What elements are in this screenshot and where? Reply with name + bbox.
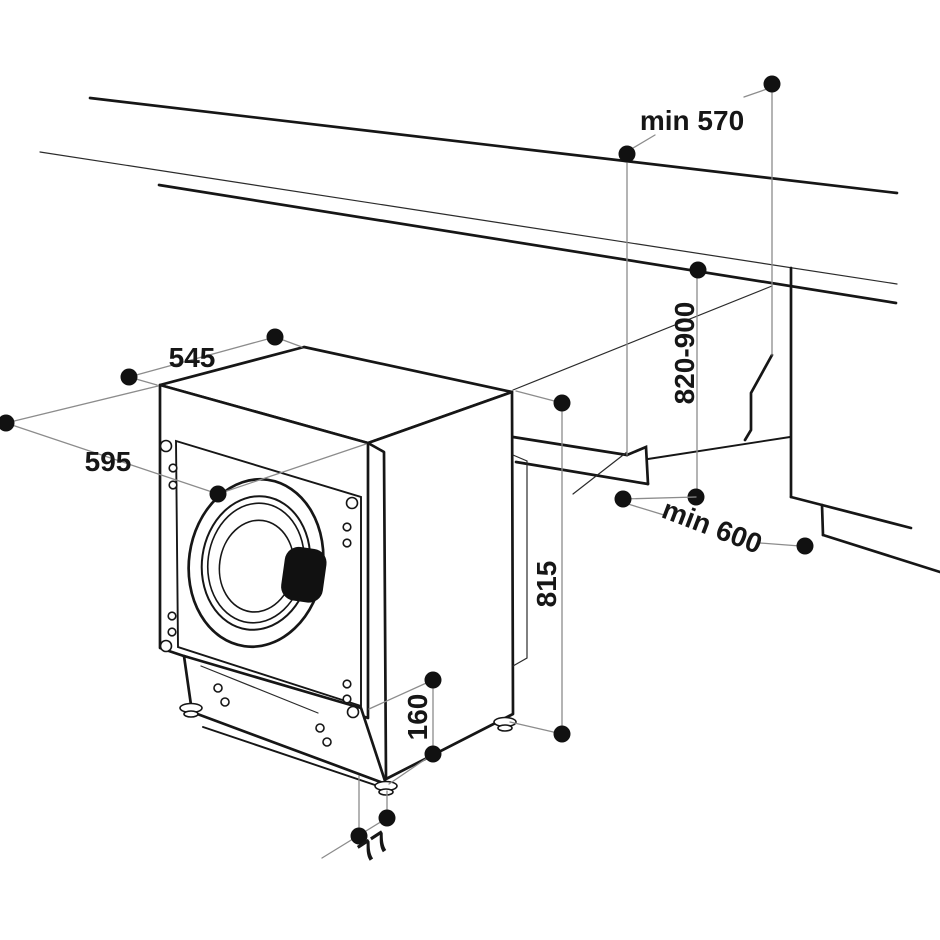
dimension-dot — [553, 394, 571, 412]
skirting-end-step — [625, 445, 650, 486]
dim-leader — [632, 134, 656, 149]
cabinet-panel-bottom-step — [789, 495, 825, 537]
rear-flange-strip — [512, 454, 528, 667]
screw-hole — [159, 439, 173, 453]
label-545: 545 — [169, 342, 216, 373]
dim-leader — [217, 443, 367, 495]
screw-hole — [345, 496, 359, 510]
screw-hole — [168, 463, 178, 473]
dim-worktop-min-depth: min 570 — [618, 75, 781, 456]
dimension-dot — [763, 75, 781, 93]
dimension-dot — [378, 809, 396, 827]
skirting-bottom-edge — [514, 460, 650, 486]
rear-right-foot-base — [497, 724, 513, 732]
worktop-bottom-front-edge — [157, 183, 898, 305]
dim-leader — [388, 753, 434, 785]
dimension-dot — [209, 485, 227, 503]
label-815: 815 — [531, 561, 562, 608]
floor-back-corner-line — [647, 436, 791, 460]
dim-top-depth: 545 — [120, 328, 303, 386]
dim-line — [128, 336, 276, 378]
dim-leader — [368, 679, 434, 710]
niche-back-reference-line — [512, 285, 773, 391]
worktop-lines — [39, 96, 899, 305]
cabinet-panel-plinth-notch — [743, 353, 774, 442]
dim-niche-min-width: min 600 — [614, 490, 814, 560]
dimension-dot — [424, 745, 442, 763]
worktop-top-front-edge — [39, 151, 898, 285]
label-820-900: 820-900 — [669, 302, 700, 405]
front-left-foot-base — [183, 710, 199, 718]
dim-connector — [622, 496, 697, 500]
washing-machine — [158, 345, 528, 796]
screw-hole — [342, 679, 352, 689]
screw-hole — [168, 480, 178, 490]
dim-front-width: 595 — [0, 385, 367, 503]
dimension-dot — [689, 261, 707, 279]
plinth-hole — [220, 697, 230, 707]
plinth-hole — [315, 723, 325, 733]
frame-screw-holes — [159, 439, 360, 719]
dimension-dot — [0, 414, 15, 432]
screw-hole — [159, 639, 173, 653]
niche-floor-skirting — [511, 285, 791, 495]
dimension-dot — [796, 537, 814, 555]
floor-edge-upper — [820, 503, 913, 530]
dimension-dot — [618, 145, 636, 163]
machine-side-face — [366, 390, 515, 781]
screw-hole — [167, 611, 177, 621]
dimension-dot — [424, 671, 442, 689]
screw-hole — [342, 694, 352, 704]
skirting-top-edge — [511, 435, 629, 457]
dim-plinth-height: 160 — [368, 671, 442, 785]
door-handle — [281, 546, 327, 603]
dim-leader — [509, 721, 563, 735]
plinth-hole — [213, 683, 223, 693]
label-min-570: min 570 — [640, 105, 744, 136]
dim-niche-height: 820-900 — [669, 261, 707, 506]
dim-leader — [743, 88, 768, 98]
decor-panel-outline — [175, 439, 362, 708]
dim-line — [5, 422, 219, 495]
label-min-600: min 600 — [658, 493, 766, 559]
dimension-dot — [614, 490, 632, 508]
dimension-dot — [266, 328, 284, 346]
right-cabinet-panel — [743, 266, 940, 574]
adjustable-feet — [179, 702, 517, 796]
dimension-dot — [120, 368, 138, 386]
dimension-dot — [553, 725, 571, 743]
front-right-foot-base — [378, 788, 394, 796]
screw-hole — [346, 705, 360, 719]
label-595: 595 — [85, 446, 132, 477]
screw-hole — [167, 627, 177, 637]
floor-edge-lower — [821, 533, 940, 574]
floor-reference-line — [572, 451, 628, 495]
dim-leader — [627, 503, 665, 516]
dim-body-height: 815 — [509, 390, 571, 743]
wall-top-edge — [88, 96, 899, 195]
plinth-crease-line — [200, 665, 319, 714]
label-160: 160 — [402, 694, 433, 741]
plinth-hole — [322, 737, 332, 747]
screw-hole — [342, 538, 352, 548]
base-bottom-edge — [202, 726, 385, 789]
dimension-dot — [350, 827, 368, 845]
screw-hole — [342, 522, 352, 532]
dim-leader — [759, 542, 801, 547]
door-assembly — [187, 477, 327, 649]
dim-leader — [5, 385, 159, 424]
